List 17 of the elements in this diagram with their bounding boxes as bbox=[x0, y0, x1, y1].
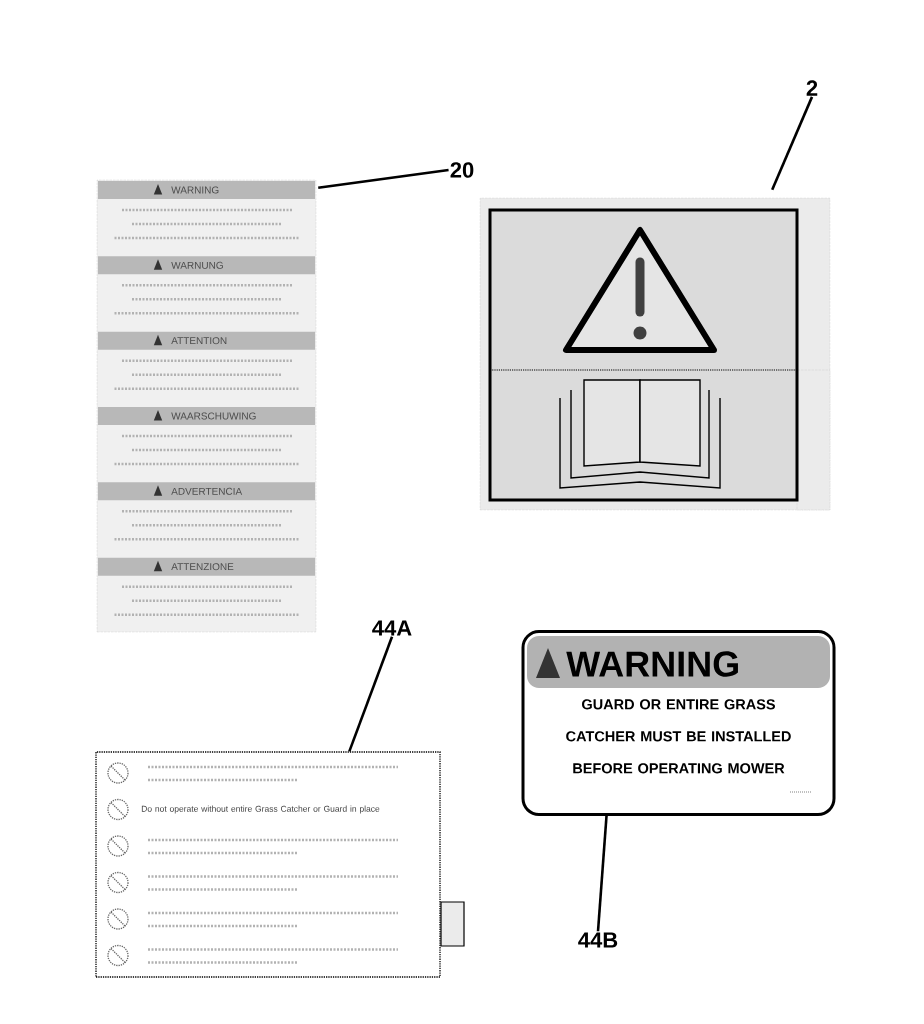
decal-heading: ATTENTION bbox=[171, 337, 227, 345]
callout-number: 2 bbox=[806, 80, 818, 96]
callout-number: 44A bbox=[372, 620, 412, 636]
decal-heading: ATTENZIONE bbox=[171, 563, 234, 571]
callout-number: 44B bbox=[578, 932, 618, 948]
leader-line bbox=[318, 168, 449, 190]
leader-line bbox=[596, 815, 608, 932]
callout-number: 20 bbox=[450, 162, 474, 178]
leader-line bbox=[771, 96, 814, 191]
decal-heading: WARNING bbox=[566, 651, 738, 677]
warning-text: GUARD OR ENTIRE GRASS CATCHER MUST BE INSTALLED BEFORE OPERATING MOWER bbox=[566, 699, 791, 774]
decal-heading: WARNING bbox=[171, 186, 219, 194]
instruction-text: Do not operate without entire Grass Catcher or Guard in place bbox=[141, 805, 380, 814]
decal-heading: ADVERTENCIA bbox=[171, 487, 243, 495]
leader-line bbox=[348, 636, 394, 752]
decal-heading: WAARSCHUWING bbox=[171, 412, 256, 420]
decal-heading: WARNUNG bbox=[171, 261, 223, 269]
